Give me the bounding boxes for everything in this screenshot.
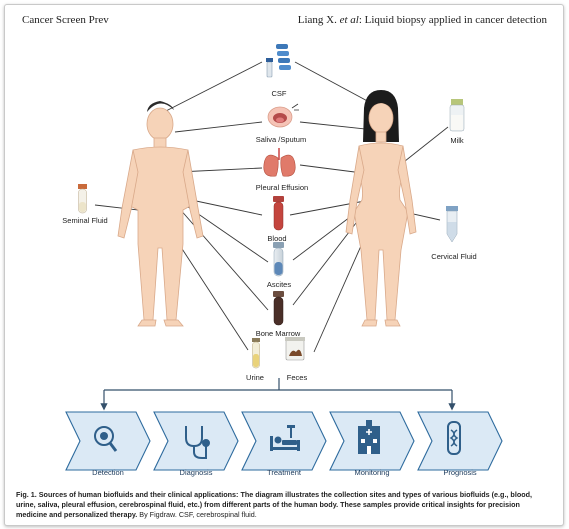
virus-magnifier-icon	[94, 426, 118, 452]
step-label-detection: Detection	[92, 468, 124, 477]
label-bone-marrow: Bone Marrow	[255, 329, 301, 338]
step-label-treatment: Treatment	[267, 468, 301, 477]
label-milk: Milk	[450, 136, 464, 145]
seminal-tube-icon	[78, 184, 87, 214]
male-figure	[117, 101, 204, 327]
test-tube-dna-icon	[447, 421, 461, 455]
hospital-bed-icon	[270, 425, 300, 451]
stethoscope-icon	[185, 426, 210, 459]
urine-tube-icon	[252, 338, 260, 369]
label-cervical: Cervical Fluid	[431, 252, 477, 261]
label-csf: CSF	[271, 89, 287, 98]
hospital-building-icon	[358, 420, 380, 454]
journal-name: Cancer Screen Prev	[22, 14, 109, 26]
spine-icon	[266, 44, 291, 78]
figure-caption: Fig. 1. Sources of human biofluids and t…	[16, 490, 532, 519]
chevron-detection	[65, 411, 151, 471]
feces-container-icon	[285, 337, 305, 361]
label-saliva: Saliva /Sputum	[255, 135, 307, 144]
chevron-diagnosis	[153, 411, 239, 471]
label-pleural: Pleural Effusion	[255, 183, 309, 192]
label-urine: Urine	[246, 373, 264, 382]
cervical-tube-icon	[446, 206, 458, 243]
step-label-monitoring: Monitoring	[354, 468, 390, 477]
step-label-prognosis: Prognosis	[443, 468, 477, 477]
step-label-diagnosis: Diagnosis	[179, 468, 213, 477]
female-figure	[345, 90, 417, 327]
label-feces: Feces	[286, 373, 308, 382]
ascites-tube-icon	[273, 242, 284, 277]
label-blood: Blood	[267, 234, 287, 243]
lungs-icon	[263, 148, 296, 177]
running-title: Liang X. et al: Liquid biopsy applied in…	[297, 14, 547, 26]
label-ascites: Ascites	[266, 280, 292, 289]
mouth-icon	[267, 103, 299, 128]
blood-tube-icon	[273, 196, 284, 231]
flow-arrows	[100, 378, 456, 411]
milk-bottle-icon	[449, 99, 465, 132]
label-seminal: Seminal Fluid	[62, 216, 108, 225]
connector-lines	[94, 61, 449, 353]
bone-marrow-tube-icon	[273, 291, 284, 326]
